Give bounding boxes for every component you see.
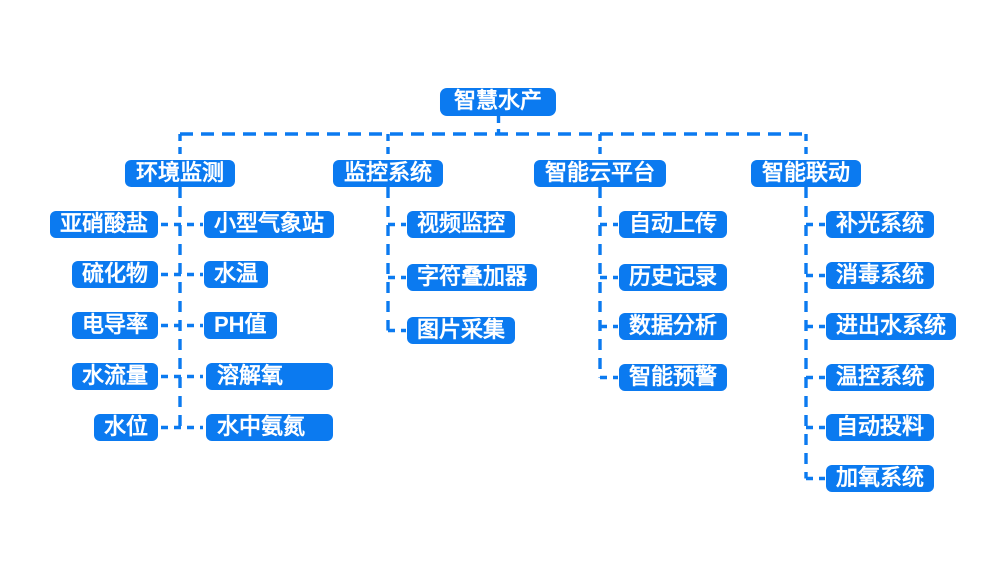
node-data-analysis[interactable]: 数据分析	[619, 313, 728, 340]
node-water-temperature[interactable]: 水温	[204, 261, 269, 288]
node-image-capture[interactable]: 图片采集	[407, 317, 516, 344]
node-ph-value[interactable]: PH值	[204, 312, 277, 339]
node-auto-upload[interactable]: 自动上传	[619, 211, 728, 238]
node-inlet-outlet-water-system[interactable]: 进出水系统	[826, 313, 957, 340]
node-environment-monitoring[interactable]: 环境监测	[124, 160, 236, 187]
node-video-monitoring[interactable]: 视频监控	[407, 211, 516, 238]
node-conductivity[interactable]: 电导率	[71, 312, 158, 339]
node-dissolved-oxygen[interactable]: 溶解氧	[206, 363, 333, 390]
node-disinfection-system[interactable]: 消毒系统	[826, 262, 935, 289]
node-ammonia-nitrogen-in-water[interactable]: 水中氨氮	[206, 414, 333, 441]
node-history-record[interactable]: 历史记录	[619, 264, 728, 291]
node-smart-cloud-platform[interactable]: 智能云平台	[533, 160, 667, 187]
node-nitrite[interactable]: 亚硝酸盐	[49, 211, 158, 238]
node-oxygenation-system[interactable]: 加氧系统	[826, 465, 935, 492]
node-water-flow[interactable]: 水流量	[71, 363, 158, 390]
node-auto-feeding[interactable]: 自动投料	[826, 414, 935, 441]
node-monitoring-system[interactable]: 监控系统	[332, 160, 444, 187]
node-smart-linkage[interactable]: 智能联动	[750, 160, 862, 187]
node-fill-light-system[interactable]: 补光系统	[826, 211, 935, 238]
node-smart-warning[interactable]: 智能预警	[619, 364, 728, 391]
node-character-overlay[interactable]: 字符叠加器	[407, 264, 538, 291]
node-smart-aquaculture[interactable]: 智慧水产	[439, 88, 557, 116]
node-small-weather-station[interactable]: 小型气象站	[204, 211, 335, 238]
node-temperature-control-system[interactable]: 温控系统	[826, 364, 935, 391]
node-sulfide[interactable]: 硫化物	[71, 261, 158, 288]
node-water-level[interactable]: 水位	[93, 414, 158, 441]
